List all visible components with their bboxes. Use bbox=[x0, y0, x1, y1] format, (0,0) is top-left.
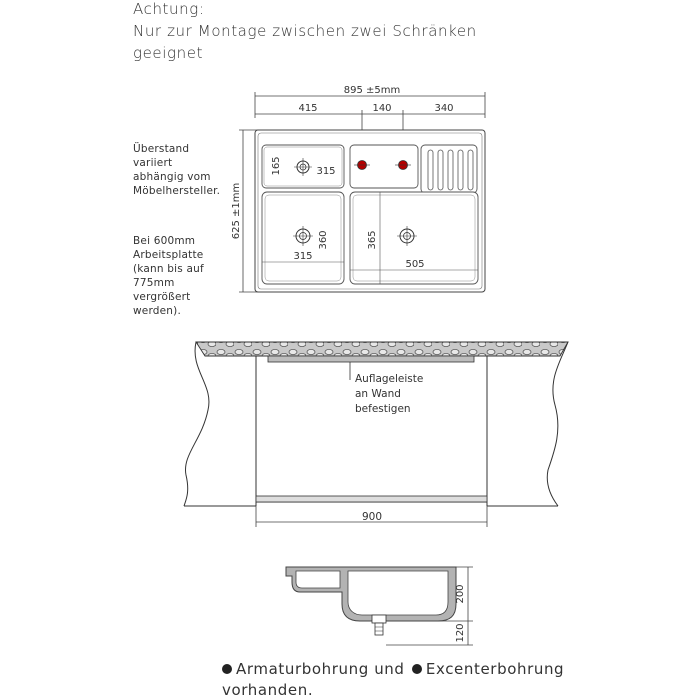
ledge-label-line-3: befestigen bbox=[355, 403, 411, 415]
footer-text-a: Armaturbohrung und bbox=[236, 660, 405, 678]
overhang-note-line: Möbelhersteller. bbox=[133, 185, 221, 197]
sink-front-panel bbox=[255, 355, 488, 503]
worktop-note-line: Arbeitsplatte bbox=[133, 249, 204, 261]
tap-deck bbox=[349, 144, 419, 189]
sink-front-bottom-edge bbox=[255, 495, 488, 503]
footer-line-2: vorhanden. bbox=[222, 681, 314, 699]
right-bowl-inner bbox=[352, 194, 476, 282]
worktop-note-line: werden). bbox=[133, 305, 181, 317]
left-bowl-height-label: 360 bbox=[318, 230, 329, 249]
worktop-note-line: Bei 600mm bbox=[133, 235, 196, 247]
left-bowl-width-label: 315 bbox=[293, 251, 312, 262]
front-view: Auflageleiste an Wand befestigen 900 bbox=[183, 341, 569, 527]
worktop-note-line: (kann bis auf bbox=[133, 263, 204, 275]
bullet-dot-icon bbox=[411, 664, 422, 674]
support-ledge bbox=[267, 355, 475, 363]
worktop-gravel bbox=[195, 341, 569, 357]
total-width-label: 895 ±5mm bbox=[344, 85, 401, 96]
main-bowl-section bbox=[347, 570, 449, 616]
drain-fitting bbox=[371, 614, 387, 624]
small-bowl-section bbox=[295, 570, 341, 589]
worktop-note: Bei 600mm Arbeitsplatte (kann bis auf 77… bbox=[133, 234, 204, 318]
worktop-note-line: vergrößert bbox=[133, 291, 191, 303]
small-bowl-inner bbox=[263, 146, 343, 187]
left-cabinet-break-line bbox=[183, 341, 210, 507]
ledge-label-line-2: an Wand bbox=[355, 388, 401, 400]
drain-pipe bbox=[374, 622, 384, 636]
right-bowl-width-label: 505 bbox=[405, 259, 424, 270]
overhang-note-line: variiert bbox=[133, 157, 173, 169]
left-bowl-inner bbox=[264, 194, 342, 282]
right-cabinet-break-line bbox=[546, 341, 569, 507]
depth-label: 625 ±1mm bbox=[231, 183, 242, 240]
warning-title: Achtung: bbox=[133, 0, 205, 18]
footer-text-b: Excenterbohrung bbox=[425, 660, 565, 678]
bowl-depth-label: 200 bbox=[455, 584, 466, 603]
sink-inner-rim bbox=[257, 132, 483, 290]
footer-line-1: Armaturbohrung und Excenterbohrung bbox=[222, 660, 564, 678]
bullet-dot-icon bbox=[222, 664, 232, 674]
top-view: 895 ±5mm 415 140 340 625 ±1mm 165 315 bbox=[231, 85, 486, 293]
warning-line-1: Nur zur Montage zwischen zwei Schränken bbox=[133, 22, 477, 40]
small-bowl-height-label: 165 bbox=[271, 156, 282, 175]
overhang-note-line: Überstand bbox=[133, 143, 190, 155]
warning-line-2: geeignet bbox=[133, 44, 204, 62]
drain-height-label: 120 bbox=[455, 623, 466, 642]
ledge-label-line-1: Auflageleiste bbox=[355, 373, 423, 385]
side-section-view: 200 120 bbox=[285, 566, 473, 646]
overhang-note: Überstand variiert abhängig vom Möbelher… bbox=[133, 142, 220, 198]
overhang-note-line: abhängig vom bbox=[133, 171, 211, 183]
right-bowl-height-label: 365 bbox=[367, 230, 378, 249]
right-width-label: 340 bbox=[434, 103, 453, 114]
middle-width-label: 140 bbox=[372, 103, 391, 114]
front-width-label: 900 bbox=[362, 511, 382, 523]
left-width-label: 415 bbox=[298, 103, 317, 114]
small-bowl-width-label: 315 bbox=[316, 166, 335, 177]
worktop-note-line: 775mm bbox=[133, 277, 175, 289]
drainboard bbox=[420, 144, 478, 194]
drainboard-grooves bbox=[427, 149, 474, 191]
